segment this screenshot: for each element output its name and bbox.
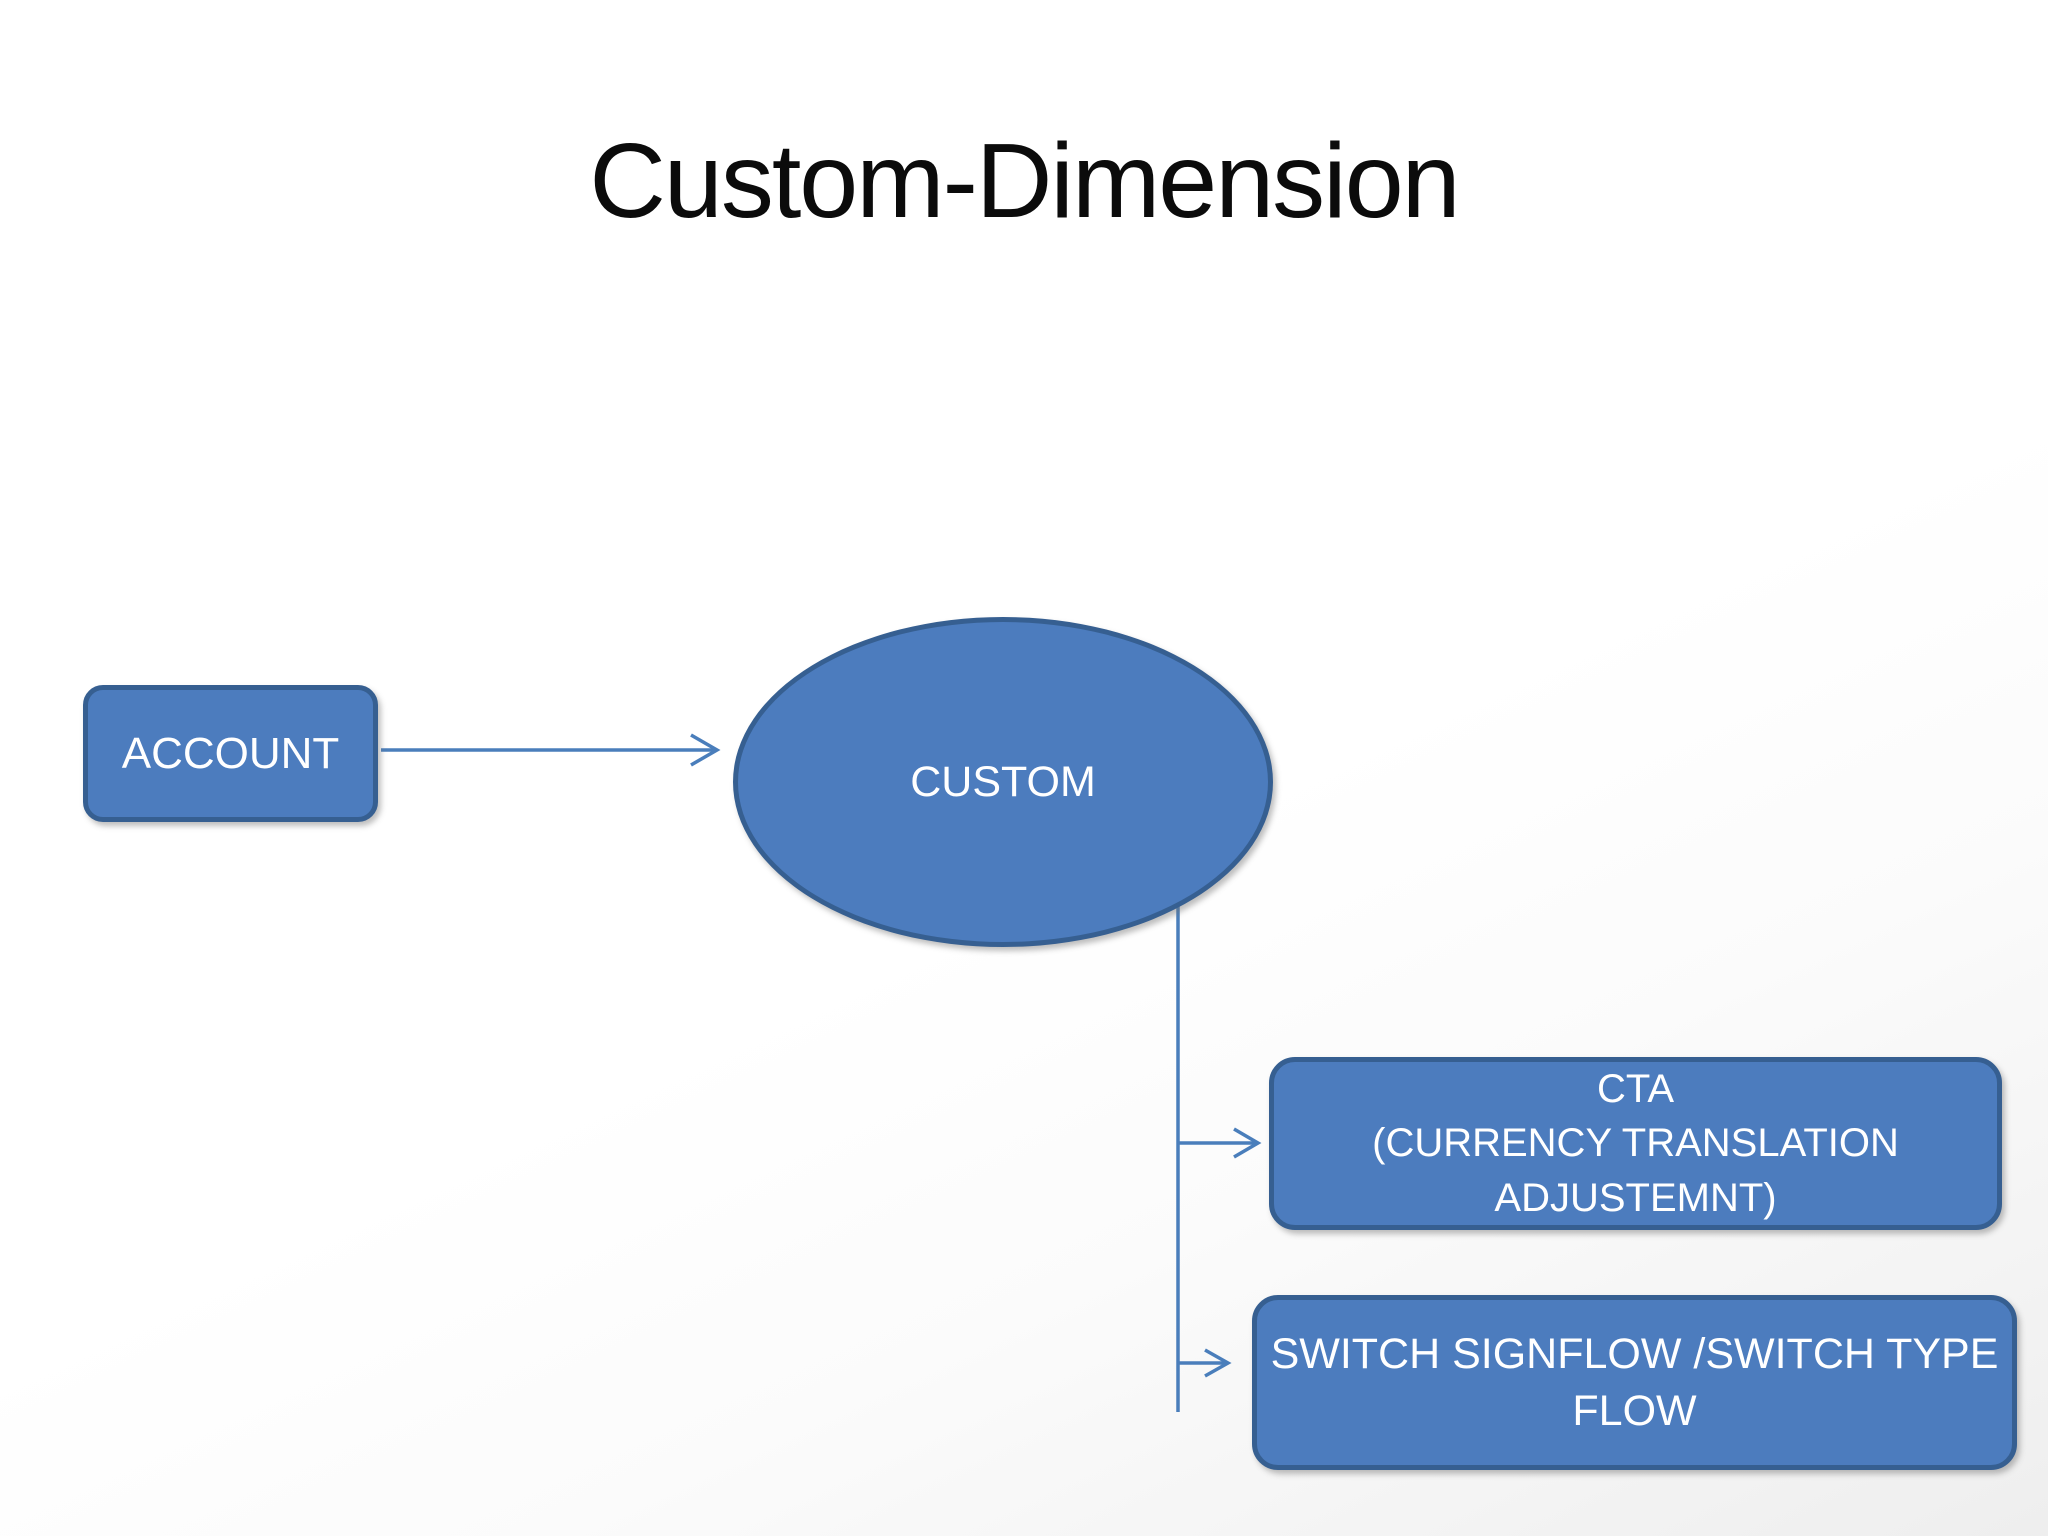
edge-custom-to-switch (1178, 1350, 1228, 1376)
node-custom-label: CUSTOM (910, 757, 1096, 806)
node-custom: CUSTOM (733, 617, 1273, 947)
page-title: Custom-Dimension (589, 122, 1460, 240)
edge-account-to-custom (381, 735, 717, 765)
node-account-label: ACCOUNT (121, 728, 340, 778)
edge-account-to-custom-arrowhead-icon (691, 735, 717, 765)
node-account: ACCOUNT (83, 685, 378, 822)
node-cta-line-3: ADJUSTEMNT) (1494, 1175, 1777, 1220)
edge-custom-to-cta-arrowhead-icon (1234, 1129, 1258, 1157)
node-switch-line-2: FLOW (1572, 1386, 1697, 1435)
node-cta-line-1: CTA (1596, 1066, 1675, 1111)
node-cta: CTA (CURRENCY TRANSLATION ADJUSTEMNT) (1269, 1057, 2002, 1230)
node-switch: SWITCH SIGNFLOW /SWITCH TYPE FLOW (1252, 1295, 2017, 1470)
edge-custom-to-cta (1178, 1129, 1258, 1157)
node-switch-line-1: SWITCH SIGNFLOW /SWITCH TYPE (1270, 1329, 1999, 1378)
edge-custom-to-switch-arrowhead-icon (1205, 1350, 1228, 1376)
node-cta-line-2: (CURRENCY TRANSLATION (1372, 1121, 1899, 1166)
